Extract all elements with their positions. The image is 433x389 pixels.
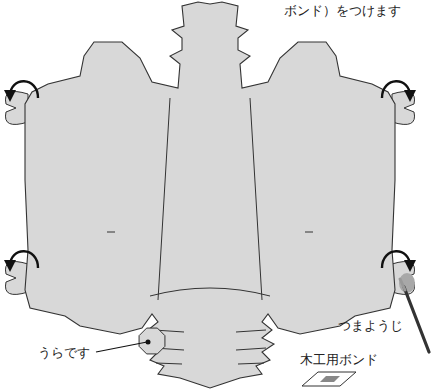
fold-line bbox=[305, 232, 313, 233]
label-text: ボンド）をつけます bbox=[284, 3, 401, 19]
fold-line bbox=[236, 348, 266, 350]
fold-arrow bbox=[382, 81, 410, 98]
fold-line bbox=[156, 363, 182, 364]
fold-line bbox=[150, 288, 270, 296]
label-text: 木工用ボンド bbox=[300, 352, 378, 368]
back-flap bbox=[139, 328, 165, 354]
leader-dot bbox=[146, 340, 151, 345]
fold-line bbox=[107, 232, 115, 233]
cutout-parts bbox=[5, 2, 429, 388]
fold-line bbox=[158, 98, 170, 300]
leader-line bbox=[96, 342, 147, 352]
label-text: つまようじ bbox=[338, 318, 403, 334]
toothpick bbox=[404, 287, 429, 352]
glue-dab bbox=[320, 376, 340, 382]
glue-packet bbox=[302, 372, 356, 386]
glue-spot bbox=[399, 273, 415, 293]
label-text: うらです bbox=[38, 345, 90, 361]
fold-line bbox=[238, 363, 264, 364]
fold-arrow bbox=[10, 81, 38, 98]
fold-arrow bbox=[10, 251, 38, 268]
fold-line bbox=[250, 98, 262, 300]
fold-arrow bbox=[382, 251, 410, 268]
fold-line bbox=[236, 330, 266, 332]
toothpick-tip bbox=[400, 279, 405, 290]
